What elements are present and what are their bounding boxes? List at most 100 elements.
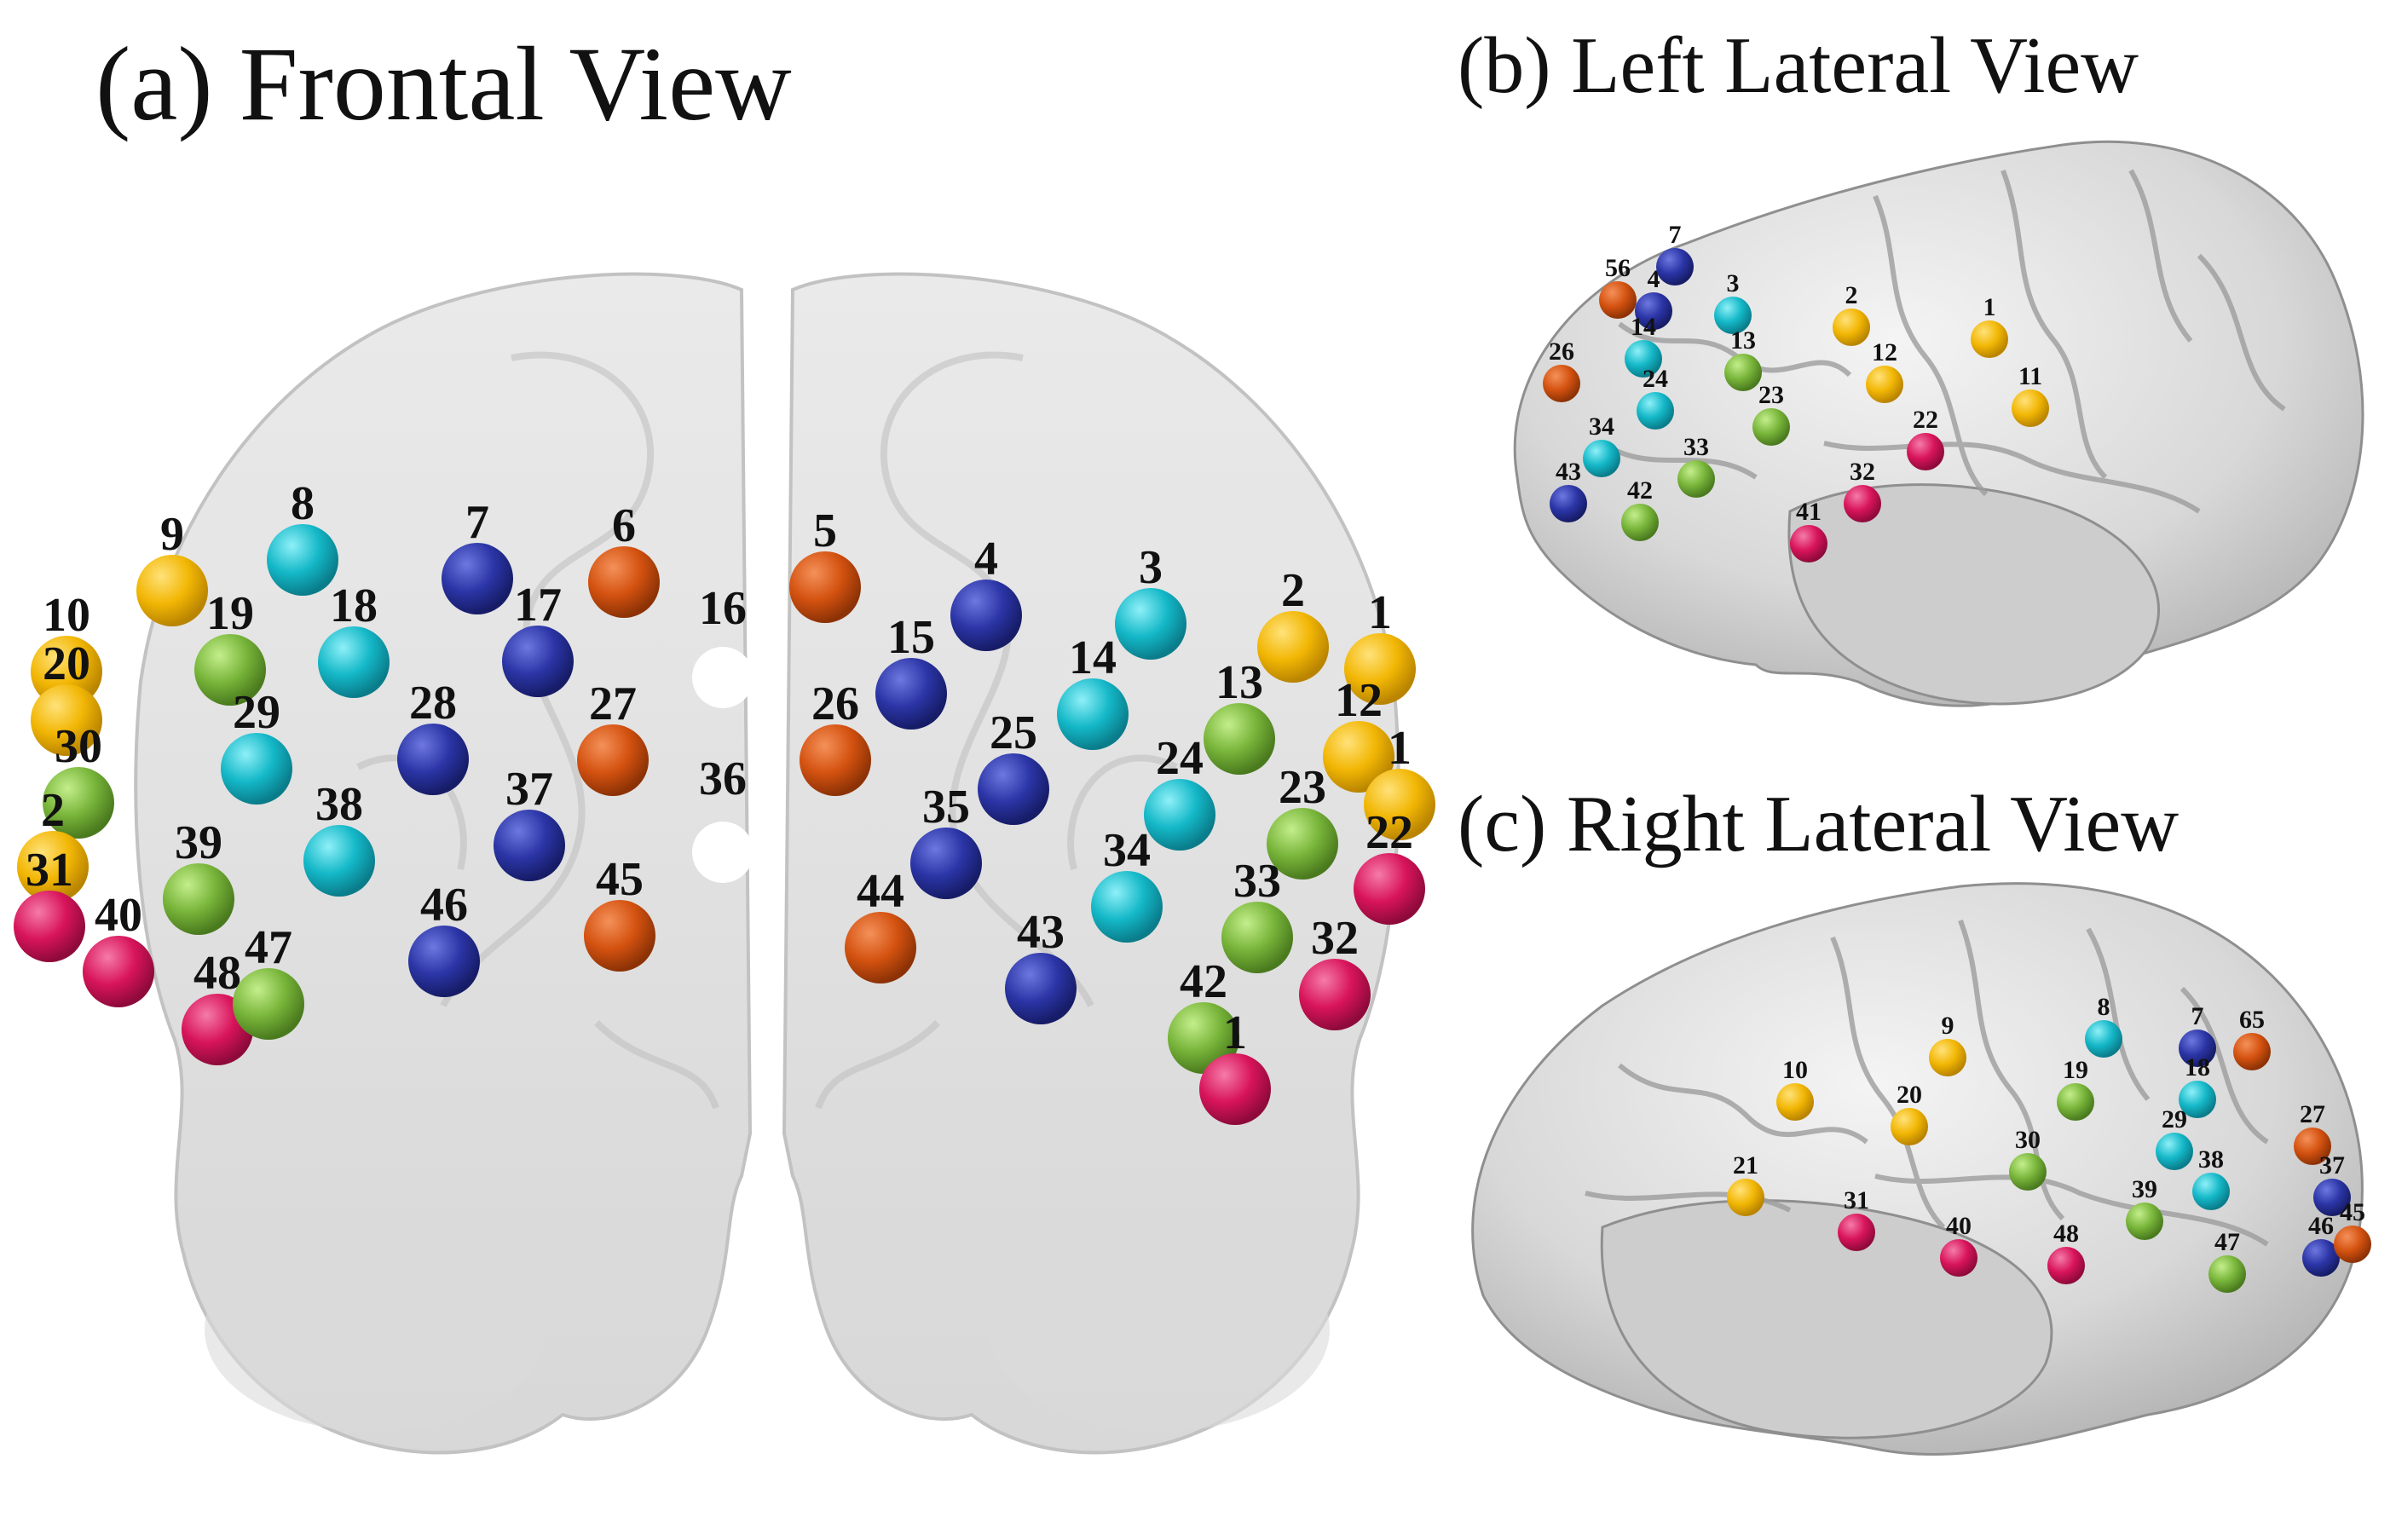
electrode-marker [1833,309,1870,346]
electrode-marker [303,825,375,897]
electrode-marker [2009,1153,2047,1191]
left-electrode-42: 42 [1621,476,1659,541]
right-electrode-8: 8 [2085,993,2122,1058]
electrode-marker [1625,340,1662,378]
left-lateral-cortex [1513,140,2364,707]
electrode-label: 12 [1335,674,1383,727]
electrode-label: 32 [1850,458,1875,486]
electrode-label: 42 [1627,476,1653,505]
right-electrode-21: 21 [1727,1151,1764,1216]
electrode-label: 43 [1556,458,1581,486]
electrode-label: 28 [409,677,457,730]
electrode-label: 8 [2098,993,2110,1021]
frontal-electrode-9: 9 [136,508,208,626]
electrode-label: 20 [1897,1081,1922,1109]
electrode-marker [1204,703,1275,775]
electrode-marker [1621,504,1659,541]
right-electrode-9: 9 [1929,1012,1966,1076]
electrode-label: 29 [233,686,280,739]
right-electrode-38: 38 [2192,1145,2230,1210]
electrode-label: 42 [1180,955,1227,1008]
electrode-marker [588,546,660,618]
electrode-marker [1299,959,1371,1030]
electrode-label: 30 [2015,1126,2041,1154]
frontal-electrode-25: 25 [978,707,1049,825]
electrode-marker [194,634,266,706]
electrode-label: 1 [1223,1006,1247,1059]
frontal-electrode-2: 2 [1257,564,1329,683]
electrode-marker [1543,365,1580,402]
frontal-electrode-20: 20 [31,637,102,756]
left-lateral-brain [1513,140,2364,707]
frontal-electrode-47: 47 [233,921,304,1040]
electrode-marker [1583,440,1620,477]
electrode-marker [1635,292,1672,330]
electrode-label: 18 [330,580,378,632]
electrode-label: 10 [43,589,90,642]
electrode-marker [2126,1203,2163,1240]
right-electrode-48: 48 [2047,1220,2085,1284]
right-electrode-31: 31 [1838,1186,1875,1251]
electrode-label: 2 [1281,564,1305,617]
electrode-label: 34 [1103,824,1151,877]
electrode-label: 24 [1643,365,1668,393]
right-electrode-45: 45 [2334,1198,2371,1263]
electrode-label: 15 [887,611,935,664]
electrode-label: 7 [465,496,489,549]
frontal-electrode-3: 3 [1115,541,1186,660]
electrode-label: 48 [2053,1220,2079,1248]
electrode-marker [1550,485,1587,522]
frontal-electrode-15: 15 [875,611,947,730]
right-lateral-brain [1471,882,2364,1456]
electrode-label: 6 [612,499,636,552]
electrode-label: 4 [1648,265,1660,293]
electrode-marker [2233,1033,2271,1070]
electrode-marker [2057,1083,2094,1121]
electrode-marker [17,831,89,903]
electrode-marker [502,626,574,697]
frontal-electrode-5: 5 [789,505,861,623]
electrode-marker [1168,1002,1239,1074]
left-electrode-43: 43 [1550,458,1587,522]
electrode-marker [1891,1108,1928,1145]
electrode-label: 39 [2132,1175,2157,1203]
frontal-electrode-32: 32 [1299,912,1371,1030]
right-electrode-47: 47 [2208,1228,2246,1293]
left-electrode-14: 14 [1625,313,1662,378]
left-electrode-33: 33 [1677,433,1715,498]
electrode-marker [1364,769,1435,840]
left-electrode-11: 11 [2012,362,2049,427]
electrode-label: 37 [505,763,553,816]
electrode-marker [1752,408,1790,446]
electrode-label: 46 [420,879,468,931]
electrode-label: 1 [1368,586,1392,639]
electrode-label: 8 [291,477,315,530]
right-electrode-20: 20 [1891,1081,1928,1145]
frontal-electrode-35: 35 [910,781,982,899]
right-electrode-40: 40 [1940,1212,1977,1277]
midline-notch-36 [692,822,753,883]
electrode-label: 40 [95,889,142,942]
left-electrode-24: 24 [1637,365,1674,430]
frontal-electrode-33: 33 [1221,855,1293,973]
electrode-label: 7 [2191,1002,2204,1030]
electrode-marker [2302,1239,2340,1277]
right-cerebellum [989,1227,1330,1432]
electrode-label: 43 [1017,906,1065,959]
electrode-marker [1844,485,1881,522]
right-electrode-7: 7 [2179,1002,2216,1067]
frontal-electrode-8: 8 [267,477,338,596]
electrode-marker [233,968,304,1040]
right-electrode-30: 30 [2009,1126,2047,1191]
left-electrode-41: 41 [1790,498,1827,562]
right-hemisphere-silhouette [782,272,1400,1455]
electrode-marker [978,753,1049,825]
electrode-marker [1257,611,1329,683]
frontal-electrode-27: 27 [577,678,649,796]
electrode-marker [1354,853,1425,925]
electrode-label: 7 [1669,221,1682,249]
electrode-label: 13 [1730,326,1756,355]
frontal-electrode-13: 13 [1204,656,1275,775]
right-electrode-46: 46 [2302,1212,2340,1277]
